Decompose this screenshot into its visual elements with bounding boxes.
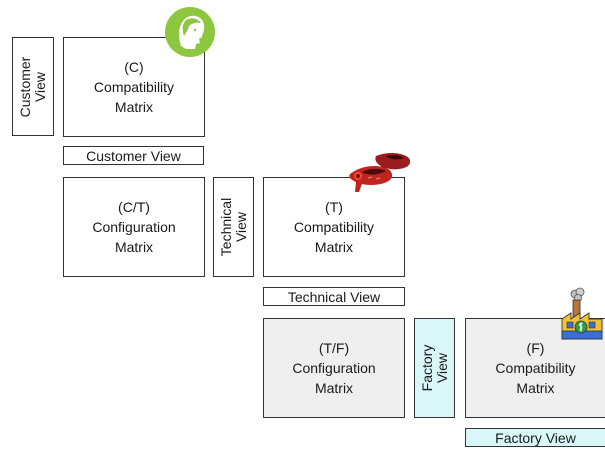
matrix-title-line1: Compatibility: [293, 219, 375, 235]
matrix-title-line2: Matrix: [114, 99, 154, 115]
matrix-title-line1: Compatibility: [93, 79, 175, 95]
technical-view-horizontal-label: Technical View: [263, 287, 405, 306]
matrix-title-line2: Matrix: [516, 380, 555, 396]
customer-view-horizontal-label: Customer View: [63, 146, 204, 165]
technical-view-vertical-text: Technical View: [217, 197, 249, 257]
technical-factory-configuration-matrix: (T/F) Configuration Matrix: [263, 318, 405, 418]
matrix-title-line2: Matrix: [114, 239, 154, 255]
factory-icon: [559, 287, 605, 343]
customer-view-vertical-label: Customer View: [12, 37, 54, 136]
matrix-title-line2: Matrix: [314, 380, 354, 396]
matrix-code: (F): [526, 340, 545, 356]
technical-compatibility-matrix: (T) Compatibility Matrix: [263, 177, 405, 277]
factory-view-vertical-text: Factory View: [418, 344, 450, 392]
customer-technical-configuration-matrix: (C/T) Configuration Matrix: [63, 177, 205, 277]
woman-head-icon: [164, 6, 216, 58]
matrix-title-line1: Compatibility: [495, 360, 576, 376]
technical-view-vertical-label: Technical View: [213, 177, 254, 277]
matrix-title-line1: Configuration: [92, 219, 176, 235]
matrix-code: (C): [124, 59, 144, 75]
red-shoes-icon: [346, 148, 418, 194]
matrix-title-line2: Matrix: [314, 239, 354, 255]
customer-view-vertical-text: Customer View: [17, 56, 48, 117]
matrix-code: (C/T): [118, 199, 150, 215]
matrix-code: (T/F): [318, 340, 350, 356]
matrix-title-line1: Configuration: [292, 360, 376, 376]
matrix-code: (T): [325, 199, 343, 215]
factory-view-horizontal-label: Factory View: [465, 428, 605, 447]
factory-view-vertical-label: Factory View: [414, 318, 455, 418]
